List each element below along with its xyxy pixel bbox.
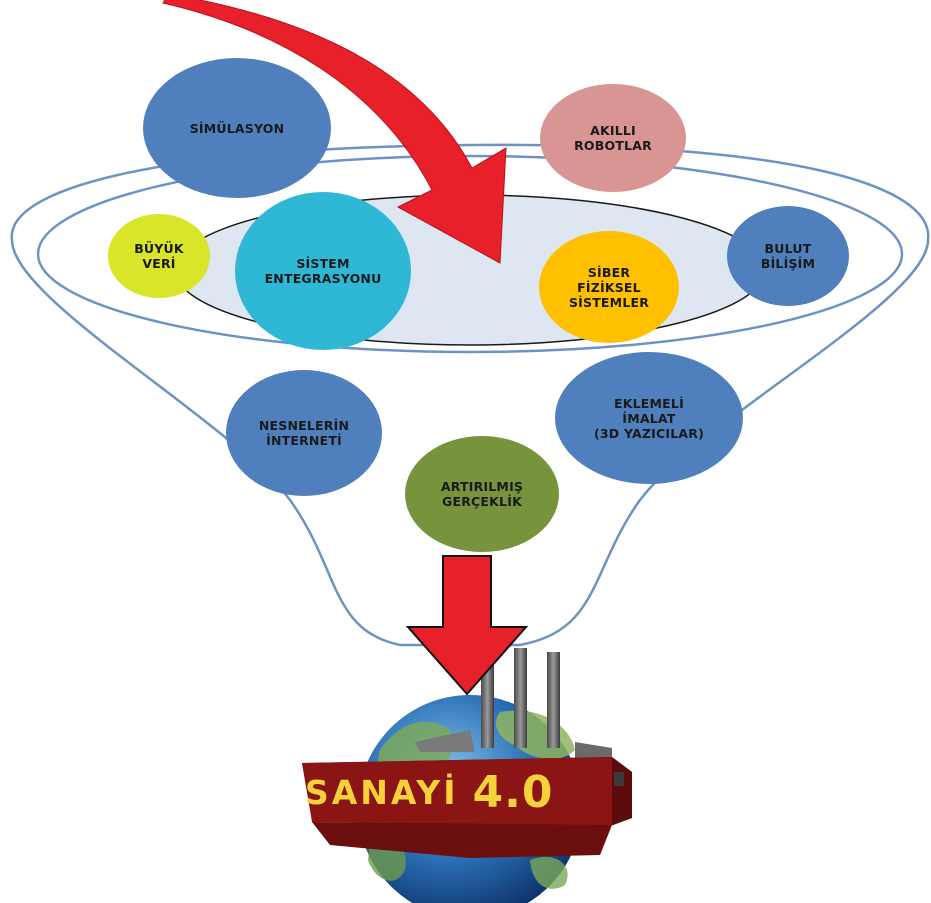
node-eklemeli-imalat: EKLEMELİ İMALAT (3D YAZICILAR) bbox=[555, 352, 743, 484]
node-siber-fiziksel-sistemler: SİBER FİZİKSEL SİSTEMLER bbox=[539, 231, 679, 343]
sign-word: SANAYİ bbox=[305, 773, 459, 812]
curved-input-arrow bbox=[162, 0, 507, 264]
down-output-arrow bbox=[405, 555, 529, 696]
factory-sign: SANAYİ 4.0 bbox=[305, 765, 605, 820]
factory bbox=[302, 643, 632, 858]
node-nesnelerin-interneti: NESNELERİN İNTERNETİ bbox=[226, 370, 382, 496]
node-artirilmis-gerceklik: ARTIRILMIŞ GERÇEKLİK bbox=[405, 436, 559, 552]
node-akilli-robotlar: AKILLI ROBOTLAR bbox=[540, 84, 686, 192]
funnel-outer-rim bbox=[36, 154, 904, 354]
node-bulut-bilisim: BULUT BİLİŞİM bbox=[727, 206, 849, 306]
sign-version: 4.0 bbox=[472, 767, 554, 818]
node-simulasyon: SİMÜLASYON bbox=[143, 58, 331, 198]
node-sistem-entegrasyonu: SİSTEM ENTEGRASYONU bbox=[235, 192, 411, 350]
node-buyuk-veri: BÜYÜK VERİ bbox=[108, 214, 210, 298]
